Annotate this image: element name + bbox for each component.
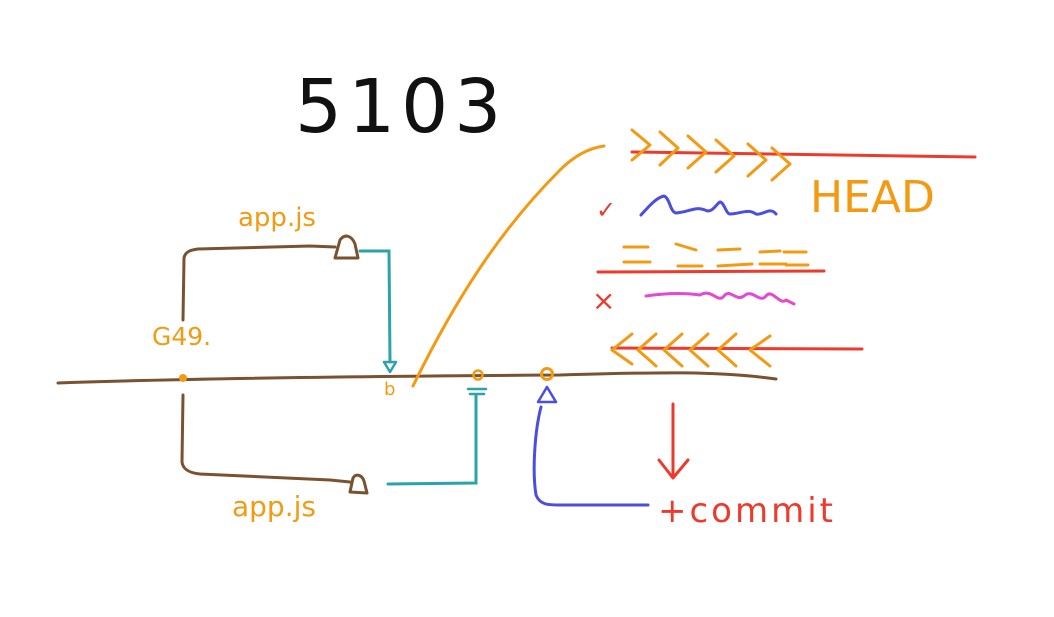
head-chevrons [630, 128, 792, 182]
head-strike-line [630, 150, 977, 159]
top-branch-line [181, 244, 337, 322]
top-branch-file-label: app.js [238, 203, 316, 233]
head-pointer-line [532, 405, 650, 507]
diff-dashes [622, 242, 810, 268]
bottom-merge-tee [466, 387, 488, 396]
bottom-branch-arrowhead [348, 473, 369, 495]
incoming-chevrons [610, 332, 772, 368]
bottom-branch-line [180, 393, 352, 484]
head-label: HEAD [810, 172, 935, 223]
diagram-title: 5103 [295, 64, 507, 150]
head-pointer-arrowhead [536, 385, 558, 404]
branch-point-commit [179, 374, 187, 382]
commit-id-label: G49. [152, 322, 211, 351]
second-merge-commit [472, 369, 484, 381]
commit-down-arrowhead [657, 458, 690, 480]
bottom-merge-connector [386, 394, 478, 486]
head-commit [540, 367, 554, 381]
commit-action-label: +commit [658, 491, 836, 531]
accepted-change-squiggle [639, 194, 778, 217]
merge-commit-marker: b [384, 379, 395, 400]
head-curve-line [411, 144, 606, 388]
top-merge-arrowhead [382, 360, 398, 374]
check-mark: ✓ [596, 196, 616, 224]
cross-mark: × [592, 284, 615, 317]
top-branch-arrowhead [333, 234, 360, 260]
main-branch-line [56, 371, 778, 385]
incoming-strike-line [610, 346, 864, 351]
rejected-change-squiggle [644, 291, 796, 306]
bottom-branch-file-label: app.js [232, 490, 316, 523]
top-merge-connector [358, 249, 392, 364]
diff-separator-line [596, 269, 826, 274]
